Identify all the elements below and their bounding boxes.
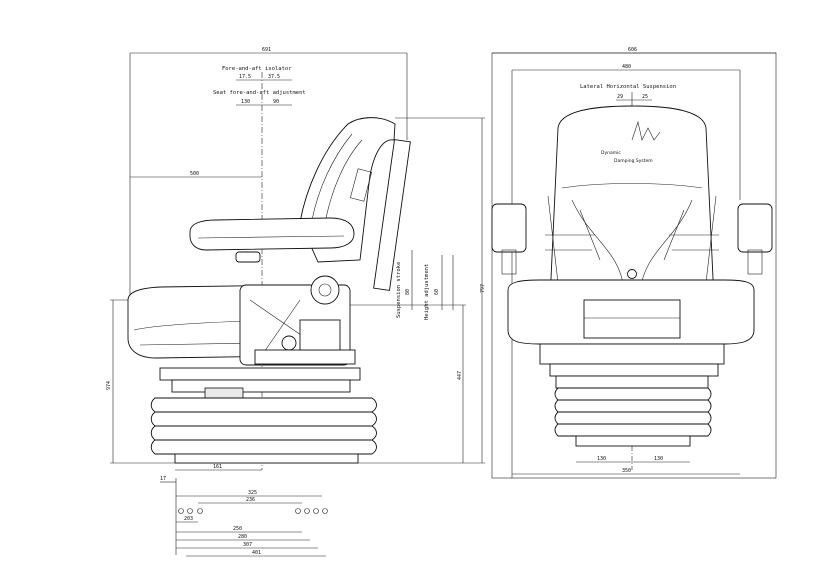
logo-line2: Damping System — [614, 158, 653, 164]
dim-base-right: 130 — [654, 456, 663, 462]
dim-mount-280: 280 — [238, 534, 247, 540]
side-view: 691 Fore-and-aft isolator 17.5 37.5 Seat… — [106, 47, 486, 471]
dim-overall-height: 797 — [480, 284, 486, 293]
logo-line1: Dynamic — [601, 150, 621, 156]
dim-mount-236: 236 — [246, 497, 255, 503]
dim-base-left: 130 — [597, 456, 606, 462]
dim-mount-250: 250 — [233, 526, 242, 532]
dim-mount-307: 307 — [243, 542, 252, 548]
dim-mount-401: 401 — [252, 550, 261, 556]
dim-base-offset: 161 — [213, 464, 222, 470]
dim-height-adjustment: 60 — [434, 289, 440, 295]
dim-base-width: 350 — [622, 468, 631, 474]
dim-overall-length: 691 — [262, 47, 271, 53]
dim-total-height: 974 — [106, 381, 112, 390]
mounting-holes — [178, 508, 328, 514]
dim-lateral-left: 29 — [617, 94, 623, 100]
dim-backrest-reach: 500 — [190, 171, 199, 177]
caption-height-adjustment: Height adjustment — [424, 264, 430, 320]
dim-adjustment-right: 90 — [273, 99, 279, 105]
dim-lateral-right: 25 — [642, 94, 648, 100]
caption-fore-aft-isolator: Fore-and-aft isolator — [222, 66, 292, 72]
brand-emblem-icon — [627, 269, 637, 279]
dim-seat-height: 447 — [457, 371, 463, 380]
dim-adjustment-left: 130 — [241, 99, 250, 105]
dim-isolator-right: 37.5 — [268, 74, 280, 80]
dim-armrest-width: 480 — [622, 64, 631, 70]
dim-mount-203: 203 — [184, 516, 193, 522]
dim-suspension-stroke: 80 — [405, 289, 411, 295]
dim-overall-width: 606 — [628, 47, 637, 53]
dim-isolator-left: 17.5 — [239, 74, 251, 80]
dim-mount-325: 325 — [248, 490, 257, 496]
caption-suspension-stroke: Suspension stroke — [396, 262, 402, 318]
caption-lateral-suspension: Lateral Horizontal Suspension — [580, 84, 676, 90]
logo-wave-icon — [631, 120, 661, 141]
caption-fore-aft-adjustment: Seat fore-and-aft adjustment — [213, 90, 306, 96]
mounting-dimensions: 17 325 236 203 250 280 307 401 — [160, 476, 328, 557]
dim-mount-17: 17 — [160, 476, 166, 482]
front-view: 606 480 Lateral Horizontal Suspension 29… — [491, 47, 777, 479]
